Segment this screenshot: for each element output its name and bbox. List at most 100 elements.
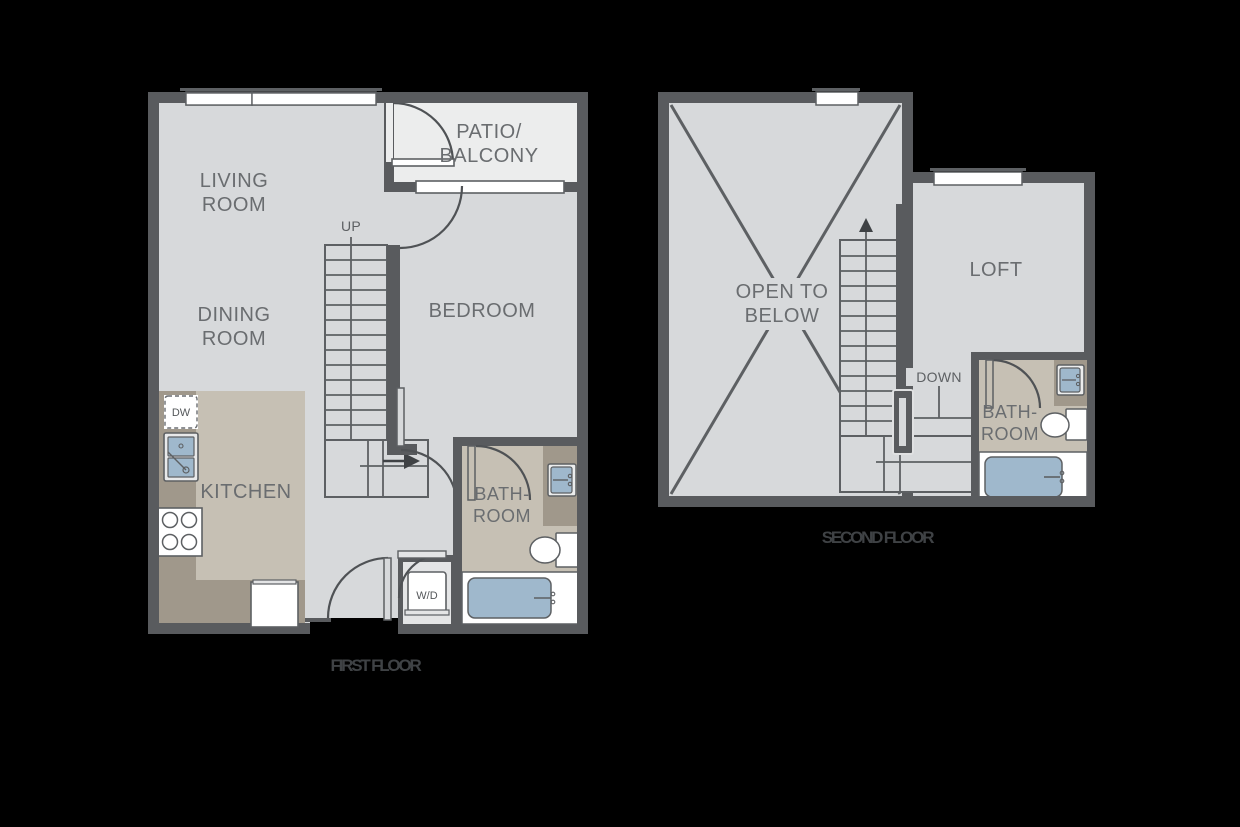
bathroom-2-door-swing <box>991 358 1042 409</box>
room-label-dining-2: ROOM <box>202 328 266 350</box>
cooktop-icon <box>157 507 203 557</box>
bathtub-1-icon <box>461 571 580 625</box>
patio-door-swing <box>392 101 455 164</box>
stair2-treads <box>840 255 902 437</box>
room-label-loft: LOFT <box>969 259 1022 281</box>
bathroom-1-area: BATH- ROOM <box>453 437 588 634</box>
bathroom-1-door-leaf <box>467 445 476 501</box>
room-label-patio-balcony-1: PATIO/ <box>456 121 522 143</box>
room-label-otb-2b: BELOW <box>745 305 820 327</box>
down-label-mask <box>906 368 974 386</box>
laundry-door-leaf <box>397 550 447 559</box>
washer-dryer-label: W/D <box>416 590 437 602</box>
room-label-bathroom-2-2: ROOM <box>981 424 1039 444</box>
bathroom-1-door-swing <box>475 444 532 501</box>
bath-sink-2-handle-a <box>1075 373 1081 379</box>
toilet-2-bowl <box>1040 412 1070 438</box>
bath-sink-1-handle-b <box>567 481 573 487</box>
otb-label-mask <box>722 278 844 330</box>
bathtub-1-handle-b <box>550 599 556 605</box>
window-1b <box>185 92 253 106</box>
kitchen-floor-fill <box>196 391 305 580</box>
sink-basin-bottom <box>167 457 195 478</box>
room-label-patio-balcony-2: BALCONY <box>439 145 538 167</box>
dishwasher-label: DW <box>172 407 191 419</box>
bathtub-2-handle-a <box>1059 470 1065 476</box>
second-floor-plan: OPEN TO BELOW OPEN TO BELOW LOFT <box>658 88 1095 547</box>
room-label-bathroom-2-1: BATH- <box>982 402 1037 422</box>
stair-arrow-head <box>404 453 420 469</box>
entry-door-leaf <box>383 557 392 621</box>
first-floor-plan: PATIO/ BALCONY LIVING ROOM DINING ROOM D… <box>148 88 588 675</box>
washer-dryer-base <box>404 609 450 616</box>
loft-window <box>933 171 1023 186</box>
room-label-living-1: LIVING <box>200 170 269 192</box>
bedroom-door-swing-top <box>399 185 464 250</box>
toilet-1-icon <box>529 532 580 568</box>
patio-door-gap <box>386 100 393 162</box>
window-2b <box>251 92 377 106</box>
kitchen-area: DW KITCHEN <box>157 391 305 628</box>
first-floor-right-wall <box>577 92 588 634</box>
bathroom-2-area: BATH- ROOM <box>971 352 1095 507</box>
room-label-living-2: ROOM <box>202 194 266 216</box>
first-floor-stairs: UP <box>324 218 429 498</box>
room-label-bathroom-1-2: ROOM <box>473 506 531 526</box>
otb-window-trim <box>812 88 860 91</box>
burner-1 <box>161 511 179 529</box>
stair2-up-arrow <box>859 218 873 232</box>
bathtub-2-icon <box>978 451 1088 503</box>
patio-balcony-area: PATIO/ BALCONY <box>384 92 588 194</box>
fridge-body <box>250 581 299 628</box>
second-floor-bottom-wall-right <box>913 496 1095 507</box>
stair-up-label: UP <box>341 218 361 234</box>
first-floor-title: FIRST FLOOR <box>330 656 421 675</box>
fridge-top <box>252 579 297 585</box>
bathtub-2-handle-b <box>1059 478 1065 484</box>
toilet-2-icon <box>1040 408 1088 441</box>
dishwasher-icon <box>164 395 198 429</box>
bath-sink-2-handle-b <box>1075 381 1081 387</box>
entry-door <box>305 556 398 634</box>
burner-4 <box>180 533 198 551</box>
otb-window <box>815 91 859 106</box>
refrigerator-icon <box>250 579 299 628</box>
loft-window-trim <box>930 168 1026 171</box>
first-floor-left-wall <box>148 92 159 634</box>
second-floor-bottom-wall <box>658 496 913 507</box>
kitchen-sink-icon <box>163 432 199 482</box>
room-label-bathroom-1-1: BATH- <box>474 484 529 504</box>
patio-floor <box>392 100 580 184</box>
bath-sink-1-handle-a <box>567 473 573 479</box>
stair2-wall <box>896 204 907 394</box>
bath-sink-1-icon <box>547 463 577 497</box>
sink-faucet-head <box>182 466 190 474</box>
entry-door-swing <box>326 556 389 619</box>
stair-down-label: DOWN <box>916 369 962 385</box>
stair2-newel-inner <box>899 398 906 446</box>
second-floor-title: SECOND FLOOR <box>822 528 934 547</box>
entry-threshold <box>305 618 331 622</box>
room-label-kitchen: KITCHEN <box>200 481 291 503</box>
laundry-closet: W/D <box>397 550 456 634</box>
patio-door-leaf <box>391 158 455 167</box>
bedroom-door-leaf <box>396 387 405 447</box>
room-label-dining-1: DINING <box>198 304 271 326</box>
bedroom-area: BEDROOM <box>396 185 536 507</box>
bedroom-slider-window <box>415 180 565 194</box>
burner-3 <box>161 533 179 551</box>
window-trim-2 <box>246 88 382 91</box>
bath-sink-2-icon <box>1056 364 1085 396</box>
bathtub-1-handle-a <box>550 591 556 597</box>
sink-basin-top <box>167 436 195 457</box>
bathroom-2-door-leaf <box>985 359 994 409</box>
burner-2 <box>180 511 198 529</box>
toilet-1-bowl <box>529 536 561 564</box>
sink-faucet <box>167 451 187 471</box>
room-label-otb-1b: OPEN TO <box>736 281 829 303</box>
second-floor-stairs: DOWN <box>839 204 976 493</box>
window-trim-1 <box>180 88 258 91</box>
room-label-bedroom: BEDROOM <box>429 300 536 322</box>
